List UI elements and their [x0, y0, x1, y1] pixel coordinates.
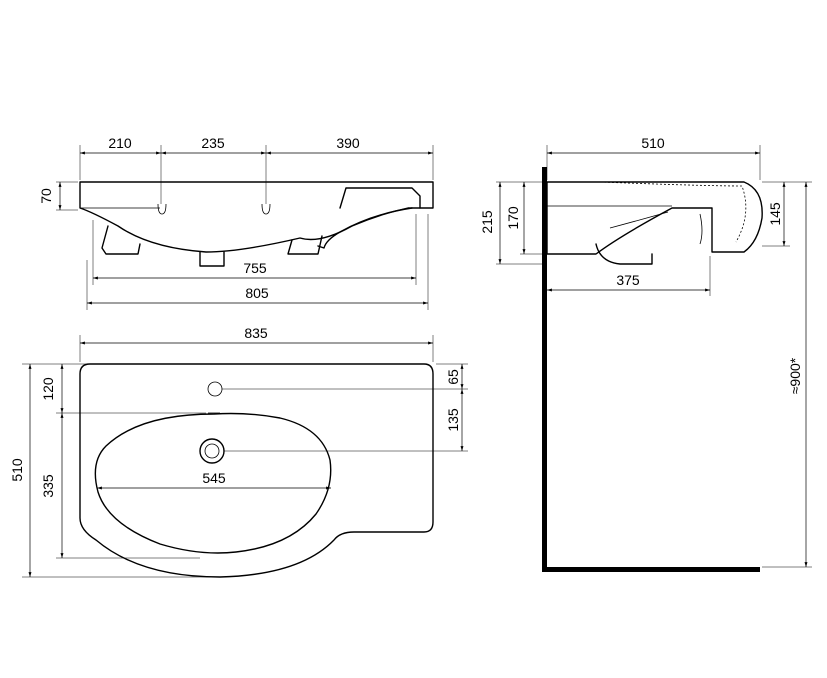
dim-drain-offset-side: 375 — [616, 272, 640, 288]
wall-vertical — [542, 167, 547, 572]
front-right-skirt — [317, 207, 413, 249]
side-sink-outline — [546, 181, 763, 255]
front-sink-outline — [79, 181, 434, 253]
dim-side-depth: 510 — [641, 135, 665, 151]
front-left-leg — [101, 225, 141, 255]
side-inner-curve — [599, 181, 747, 243]
front-view: 210 235 390 70 755 805 — [38, 135, 434, 310]
dim-basin-height: 170 — [505, 206, 521, 230]
dim-total-width: 835 — [244, 325, 268, 341]
dim-inner-width: 755 — [243, 260, 267, 276]
floor-horizontal — [542, 567, 760, 572]
front-right-detail — [339, 187, 421, 209]
dim-rim-back: 120 — [40, 377, 56, 401]
dim-total-depth: 510 — [9, 458, 25, 482]
dim-bowl-depth: 335 — [40, 474, 56, 498]
top-sink-outline — [79, 363, 434, 578]
dim-rim-height: 70 — [38, 188, 54, 204]
front-tap-hole-1 — [157, 203, 167, 215]
top-drain-inner — [204, 443, 220, 459]
front-drain — [199, 251, 225, 267]
dim-hole-gap: 235 — [201, 135, 225, 151]
dim-right-part: 390 — [336, 135, 360, 151]
dim-tap-offset: 65 — [445, 369, 461, 385]
top-view: 835 510 120 335 65 135 545 — [9, 325, 468, 578]
front-tap-hole-2 — [261, 203, 271, 215]
side-drain — [595, 243, 653, 265]
dim-total-height: 215 — [479, 210, 495, 234]
top-drain-outer — [199, 438, 225, 464]
side-view: 510 215 170 145 375 ≈900* — [479, 135, 812, 572]
dim-hole-left: 210 — [108, 135, 132, 151]
dim-base-width: 805 — [245, 285, 269, 301]
dim-mount-height: ≈900* — [787, 357, 803, 394]
dim-drain-offset-top: 135 — [445, 408, 461, 432]
top-bowl — [94, 412, 332, 554]
dim-right-height: 145 — [767, 202, 783, 226]
dim-bowl-width: 545 — [202, 470, 226, 486]
top-tap-hole — [207, 381, 223, 397]
front-right-leg — [287, 235, 323, 255]
